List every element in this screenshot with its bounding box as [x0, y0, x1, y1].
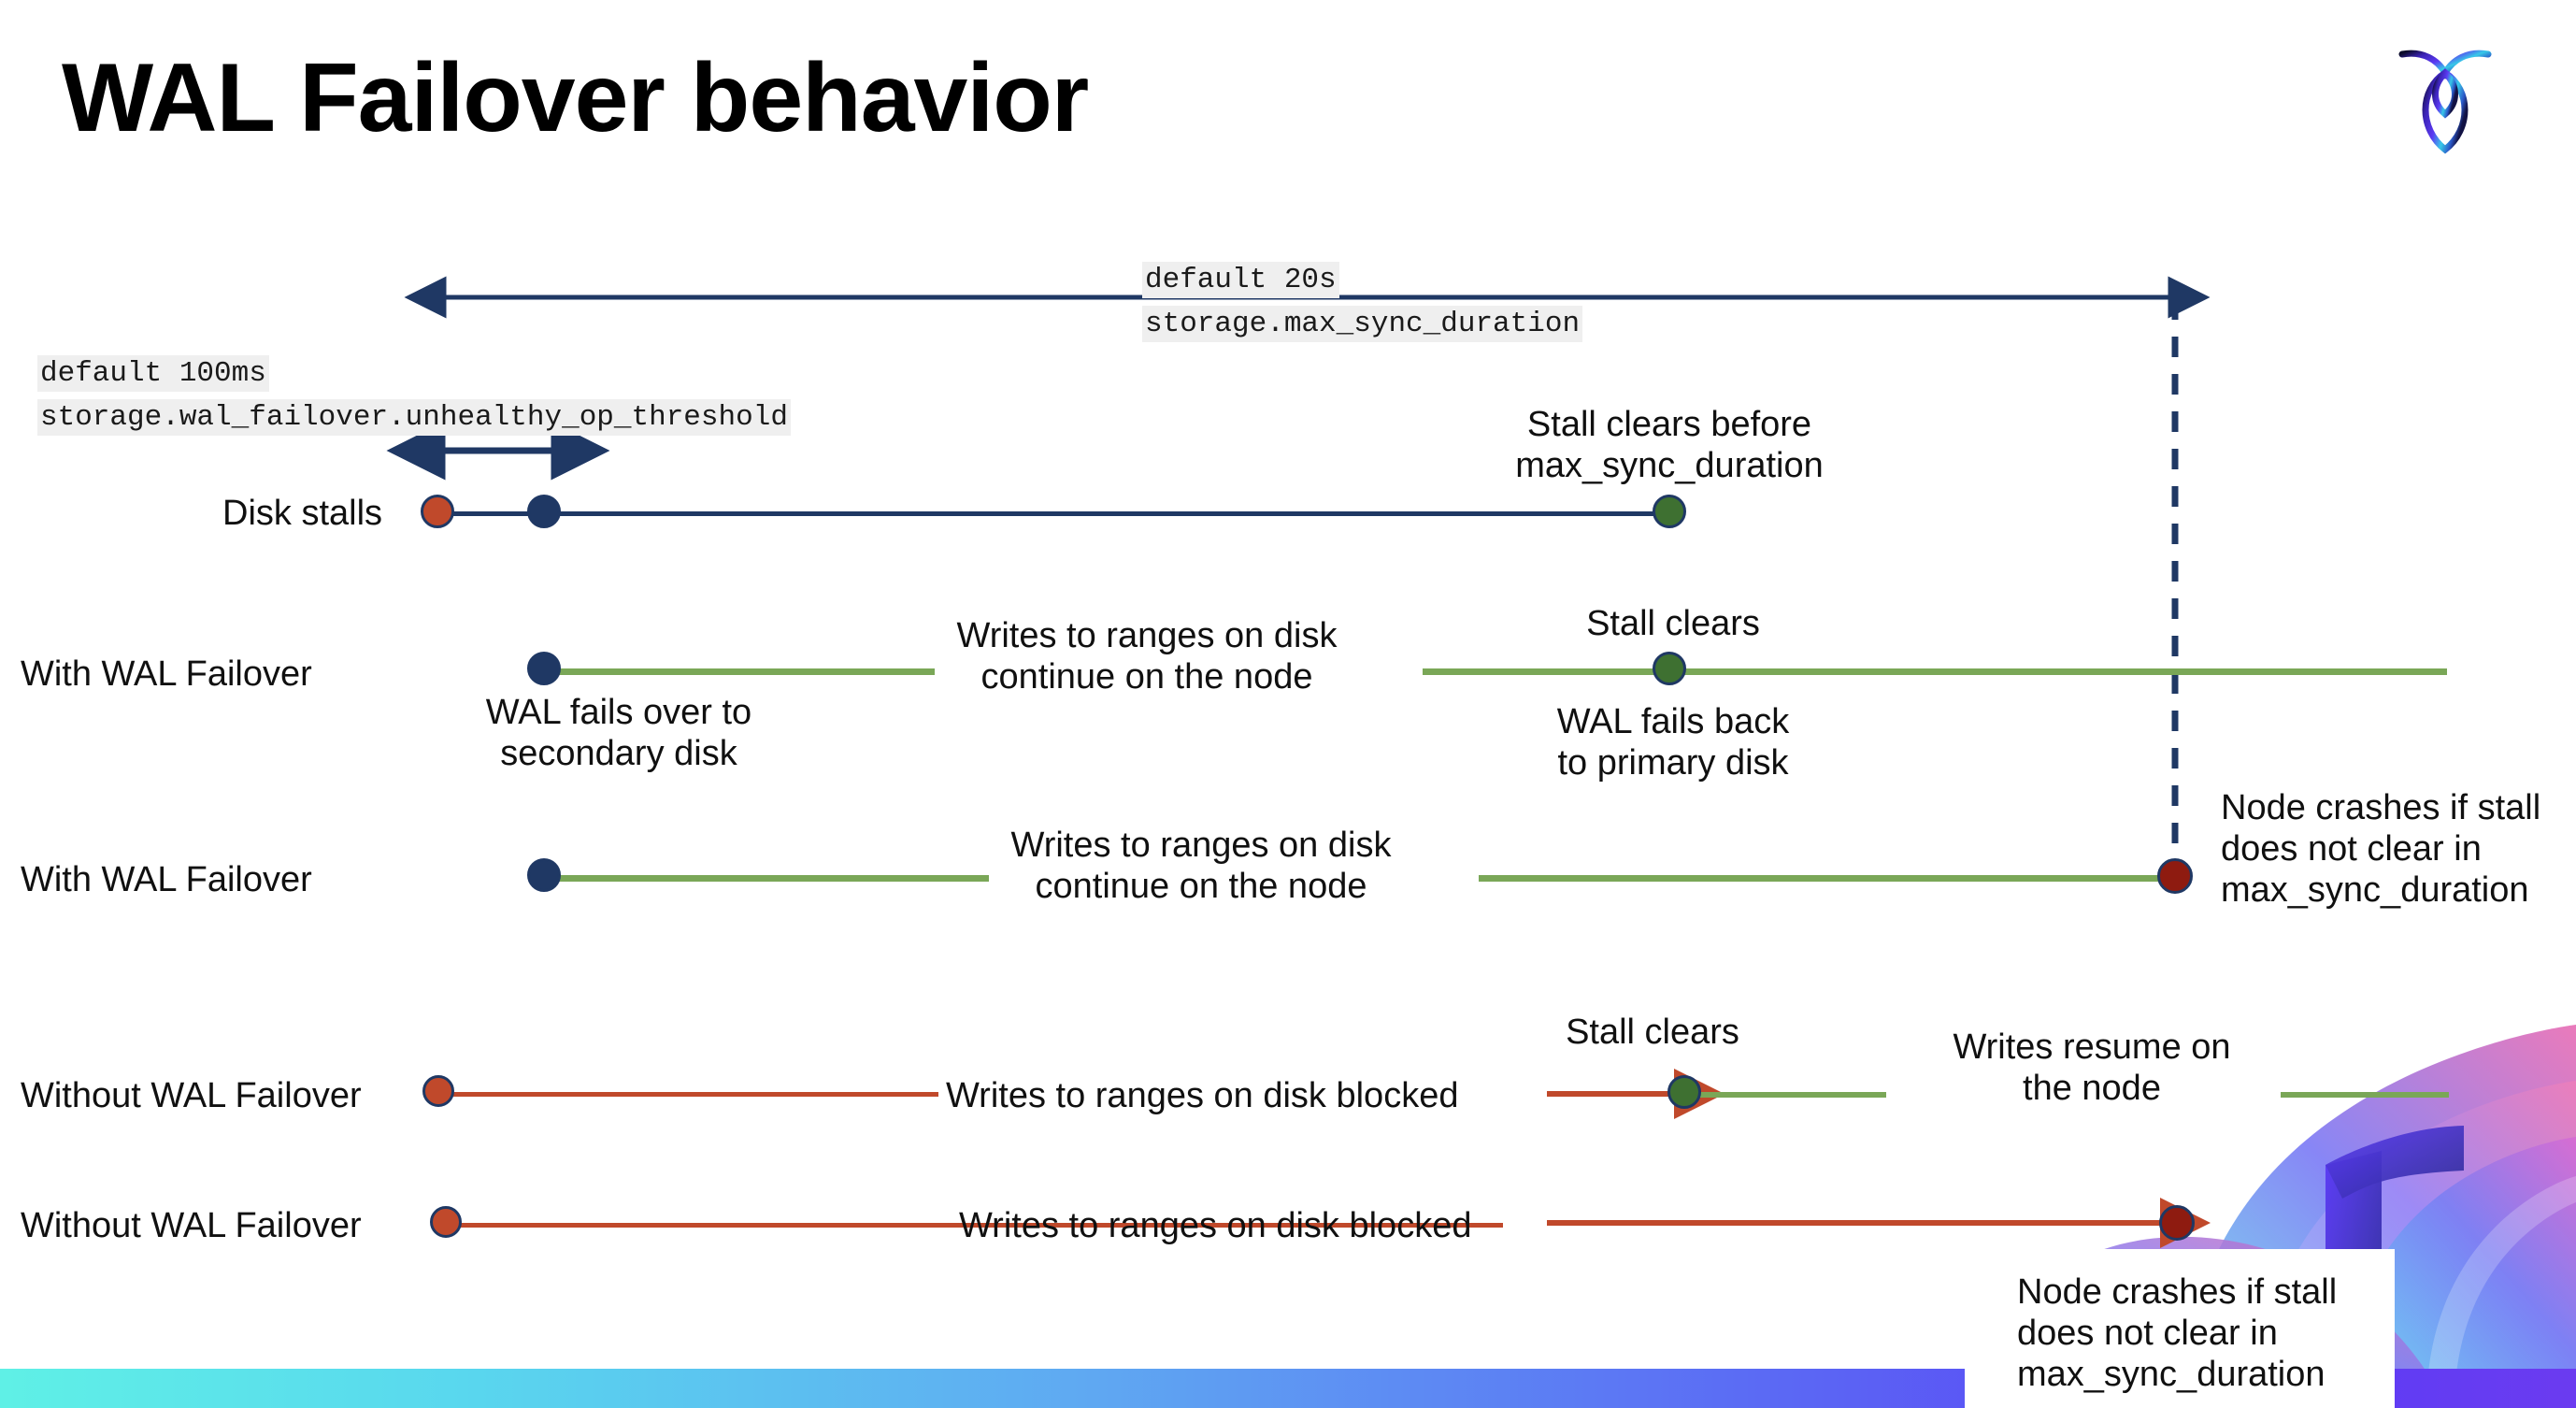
marker-stall-clears-without-wal-failover-1 [1667, 1075, 1701, 1109]
timeline-segment-a-with-wal-failover-2 [542, 875, 989, 882]
timeline-segment-b-with-wal-failover-2 [1479, 875, 2172, 882]
marker-stall-clears-disk-stalls [1653, 495, 1686, 528]
page-title: WAL Failover behavior [62, 44, 1089, 152]
timeline-resume-a-without-wal-failover-1 [1699, 1092, 1886, 1098]
marker-stall-start-without-wal-failover-2 [430, 1206, 462, 1238]
row-label-without-wal-failover-2: Without WAL Failover [21, 1206, 362, 1245]
marker-failover-with-wal-failover-1 [527, 652, 561, 685]
max-sync-setting: storage.max_sync_duration [1142, 305, 1583, 342]
bottom-callout-panel [1965, 1249, 2395, 1408]
cockroachdb-logo-icon [2391, 28, 2499, 159]
marker-failover-with-wal-failover-2 [527, 858, 561, 892]
timeline-segment-b-with-wal-failover-1 [1423, 668, 2447, 675]
marker-stall-start-disk-stalls [421, 495, 454, 528]
unhealthy-op-threshold-annotation: default 100ms storage.wal_failover.unhea… [37, 352, 791, 439]
marker-stall-clears-with-wal-failover-1 [1653, 652, 1686, 685]
marker-node-crash-without-wal-failover-2 [2159, 1205, 2195, 1241]
row-label-disk-stalls: Disk stalls [222, 494, 383, 533]
row-label-without-wal-failover-1: Without WAL Failover [21, 1076, 362, 1115]
note-wal-fails-over: WAL fails over to secondary disk [485, 693, 752, 774]
timeline-resume-b-without-wal-failover-1 [2281, 1092, 2449, 1098]
max-sync-duration-annotation: default 20s storage.max_sync_duration [1142, 259, 1583, 346]
unhealthy-setting: storage.wal_failover.unhealthy_op_thresh… [37, 398, 791, 436]
timeline-blocked-without-wal-failover-1 [449, 1092, 938, 1097]
note-stall-clears-row2: Stall clears [1586, 604, 1760, 643]
note-node-crashes-row3: Node crashes if stall does not clear in … [2221, 788, 2541, 911]
note-stall-clears-before-max-sync: Stall clears before max_sync_duration [1515, 405, 1824, 486]
note-writes-blocked-row5: Writes to ranges on disk blocked [959, 1206, 1472, 1245]
marker-node-crash-with-wal-failover-2 [2157, 858, 2193, 894]
timeline-blocked-without-wal-failover-2 [449, 1223, 1503, 1228]
timeline-segment-a-with-wal-failover-1 [542, 668, 935, 675]
note-writes-blocked-row4: Writes to ranges on disk blocked [946, 1076, 1459, 1115]
note-writes-resume-row4: Writes resume on the node [1953, 1027, 2231, 1109]
row-label-with-wal-failover-1: With WAL Failover [21, 654, 312, 694]
timeline-disk-stalls [437, 511, 1681, 516]
note-writes-continue-row2: Writes to ranges on disk continue on the… [956, 616, 1338, 697]
marker-failover-disk-stalls [527, 495, 561, 528]
note-node-crashes-row5: Node crashes if stall does not clear in … [2017, 1272, 2338, 1395]
note-stall-clears-row4: Stall clears [1566, 1013, 1739, 1052]
max-sync-default: default 20s [1142, 262, 1339, 298]
note-writes-continue-row3: Writes to ranges on disk continue on the… [1010, 826, 1392, 907]
row-label-with-wal-failover-2: With WAL Failover [21, 860, 312, 899]
note-wal-fails-back: WAL fails back to primary disk [1556, 702, 1790, 783]
marker-stall-start-without-wal-failover-1 [422, 1075, 454, 1107]
unhealthy-default: default 100ms [37, 355, 269, 392]
